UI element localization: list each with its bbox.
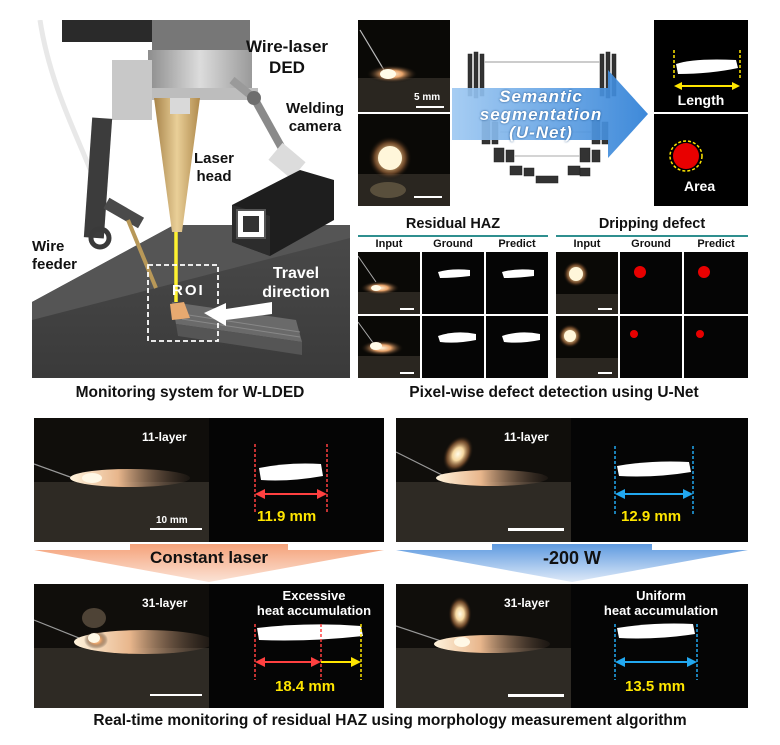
col-ground-drip: Ground — [631, 238, 671, 250]
drip-input-2 — [556, 316, 618, 378]
area-label: Area — [684, 178, 716, 194]
unet-label-1: Semantic — [499, 87, 583, 106]
uniform-label-2: heat accumulation — [603, 603, 719, 618]
left-top-layer-label: 11-layer — [142, 430, 187, 444]
laser-head-label-2: head — [196, 168, 232, 185]
down-arrow-orange-icon — [34, 544, 384, 582]
system-illustration: Wire-laser DED Welding camera Laser head… — [32, 20, 350, 378]
wire-feeder-label-1: Wire — [32, 238, 65, 255]
left-top-value: 11.9 mm — [257, 508, 317, 525]
laser-head-label-1: Laser — [193, 150, 235, 167]
haz-predict-2 — [486, 316, 548, 378]
right-11-layer-mask: 12.9 mm — [571, 418, 748, 542]
monitoring-caption: Real-time monitoring of residual HAZ usi… — [93, 712, 687, 729]
col-input-drip: Input — [573, 238, 601, 250]
unet-label-2: segmentation — [479, 105, 603, 124]
unet-diagram: Semantic segmentation (U-Net) — [452, 40, 652, 200]
left-11-layer-mask: 11.9 mm — [209, 418, 384, 542]
col-input-haz: Input — [375, 238, 403, 250]
right-31-layer-photo: 31-layer — [396, 584, 571, 708]
residual-haz-title: Residual HAZ — [405, 216, 501, 232]
constant-laser-arrow: Constant laser — [34, 544, 384, 582]
roi-label: ROI — [172, 282, 205, 299]
residual-rule — [358, 235, 548, 237]
ded-label: DED — [269, 58, 305, 77]
down-arrow-blue-icon — [396, 544, 748, 582]
drip-ground-1 — [620, 252, 682, 314]
travel-arrow-icon — [204, 302, 272, 326]
wire-feeder-label-2: feeder — [32, 256, 78, 273]
haz-ground-2 — [422, 316, 484, 378]
unet-label-3: (U-Net) — [509, 123, 573, 142]
dripping-rule — [556, 235, 748, 237]
output-mask-area: Area — [654, 114, 748, 206]
uniform-label-1: Uniform — [636, 588, 686, 603]
left-31-layer-photo: 31-layer — [34, 584, 209, 708]
haz-ground-1 — [422, 252, 484, 314]
wire — [126, 219, 158, 289]
roi-box — [147, 264, 219, 342]
output-mask-length: Length — [654, 20, 748, 112]
col-ground-haz: Ground — [433, 238, 473, 250]
right-top-layer-label: 11-layer — [504, 430, 549, 444]
left-bottom-layer-label: 31-layer — [142, 596, 188, 610]
right-31-layer-mask: Uniform heat accumulation 13.5 mm — [571, 584, 748, 708]
scale-5mm: 5 mm — [414, 92, 441, 103]
right-top-value: 12.9 mm — [621, 508, 682, 525]
col-predict-drip: Predict — [697, 238, 735, 250]
system-caption: Monitoring system for W-LDED — [75, 384, 305, 401]
minus-200w-arrow: -200 W — [396, 544, 748, 582]
laser-head-nozzle — [154, 98, 200, 232]
machine-housing — [62, 20, 152, 42]
constant-laser-label: Constant laser — [149, 548, 269, 567]
travel-label-1: Travel — [272, 265, 320, 282]
unet-arrow-icon — [452, 70, 648, 158]
right-11-layer-photo: 11-layer — [396, 418, 571, 542]
drip-ground-2 — [620, 316, 682, 378]
welding-camera-label-2: camera — [288, 118, 342, 135]
input-photo-drip — [358, 114, 450, 206]
length-label: Length — [677, 92, 725, 108]
minus-200w-label: -200 W — [542, 548, 602, 568]
col-predict-haz: Predict — [498, 238, 536, 250]
drip-predict-2 — [684, 316, 748, 378]
system-diagram-svg — [32, 20, 350, 378]
right-bottom-layer-label: 31-layer — [504, 596, 550, 610]
segmentation-caption: Pixel-wise defect detection using U-Net — [409, 384, 699, 401]
travel-label-2: direction — [262, 284, 330, 301]
haz-predict-1 — [486, 252, 548, 314]
left-bottom-value: 18.4 mm — [275, 678, 336, 695]
haz-input-1 — [358, 252, 420, 314]
right-bottom-value: 13.5 mm — [625, 678, 686, 695]
excessive-label-1: Excessive — [282, 588, 346, 603]
excessive-label-2: heat accumulation — [256, 603, 372, 618]
haz-input-2 — [358, 316, 420, 378]
left-11-layer-photo: 11-layer 10 mm — [34, 418, 209, 542]
dripping-defect-title: Dripping defect — [598, 216, 706, 232]
welding-camera-label-1: Welding — [285, 100, 345, 117]
wire-laser-label: Wire-laser — [245, 37, 329, 56]
drip-predict-1 — [684, 252, 748, 314]
input-photo-haz: 5 mm — [358, 20, 450, 112]
scale-10mm: 10 mm — [156, 515, 188, 526]
left-31-layer-mask: Excessive heat accumulation 18.4 mm — [209, 584, 384, 708]
drip-input-1 — [556, 252, 618, 314]
